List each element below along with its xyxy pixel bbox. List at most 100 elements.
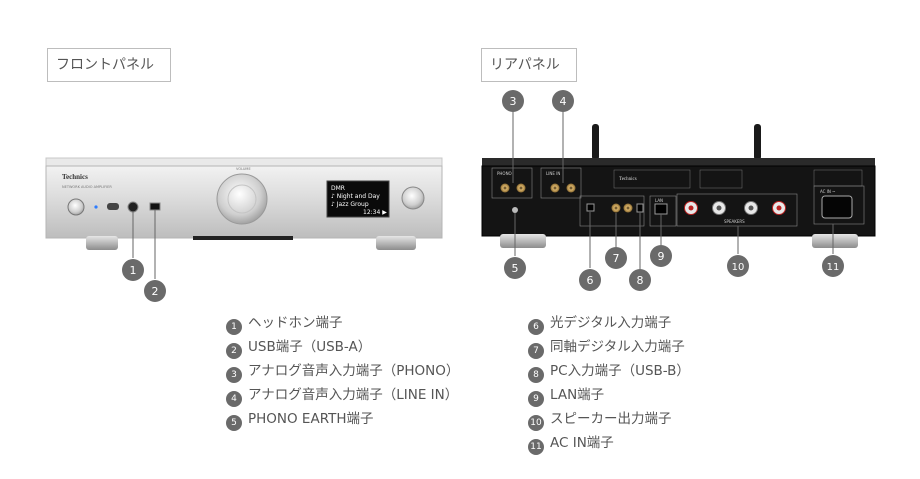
display-line-2: ♪ Night and Day: [331, 193, 380, 200]
legend-number-badge: 6: [528, 319, 544, 335]
legend-number-badge: 11: [528, 439, 544, 455]
legend-item: 7 同軸デジタル入力端子: [528, 335, 690, 359]
line-in-r-jack[interactable]: [566, 183, 576, 193]
power-indicator: [94, 205, 98, 209]
legend-label: PC入力端子（USB-B）: [550, 363, 690, 379]
callout-4: 4: [552, 90, 574, 112]
front-callout-lines: [132, 210, 156, 279]
legend-number-badge: 5: [226, 415, 242, 431]
callout-5-label: 5: [512, 262, 519, 275]
optical-input-port[interactable]: [586, 203, 595, 212]
phono-l-jack[interactable]: [500, 183, 510, 193]
front-panel-unit: Technics NETWORK AUDIO AMPLIFIER VOLUME …: [45, 157, 443, 250]
select-knob[interactable]: [401, 186, 425, 210]
phono-label: PHONO: [497, 171, 512, 176]
callout-4-label: 4: [560, 95, 567, 108]
rear-brand: Technics: [619, 177, 637, 182]
legend-item: 10 スピーカー出力端子: [528, 407, 690, 431]
legend-number-badge: 9: [528, 391, 544, 407]
phono-earth-terminal[interactable]: [512, 207, 518, 213]
front-brand: Technics: [62, 173, 88, 181]
callout-10: 10: [727, 255, 749, 277]
callout-2: 2: [144, 280, 166, 302]
callout-11: 11: [822, 255, 844, 277]
legend-item: 9 LAN端子: [528, 383, 690, 407]
callout-6: 6: [579, 269, 601, 291]
display-line-1: DMR: [331, 185, 345, 192]
front-left-foot: [86, 236, 118, 250]
legend-number-badge: 8: [528, 367, 544, 383]
callout-9-label: 9: [658, 250, 665, 263]
coaxial-input-jack[interactable]: [611, 203, 621, 213]
callout-8-label: 8: [637, 274, 644, 287]
legend-label: 同軸デジタル入力端子: [550, 339, 685, 355]
front-vent-slot: [193, 236, 293, 240]
legend-label: LAN端子: [550, 387, 605, 403]
legend-item: 5 PHONO EARTH端子: [226, 407, 459, 431]
rear-callout-lines: [512, 112, 834, 269]
legend-number-badge: 10: [528, 415, 544, 431]
legend-number-badge: 1: [226, 319, 242, 335]
ac-in-label: AC IN ~: [820, 189, 836, 194]
rear-panel-tag: リアパネル: [481, 48, 577, 82]
speaker-terminal-1[interactable]: [688, 205, 694, 211]
input-selector-button[interactable]: [107, 203, 119, 210]
lan-port[interactable]: [654, 203, 668, 215]
legend-number-badge: 7: [528, 343, 544, 359]
legend-item: 4 アナログ音声入力端子（LINE IN）: [226, 383, 459, 407]
legend-number-badge: 3: [226, 367, 242, 383]
volume-knob[interactable]: [216, 173, 268, 225]
headphone-jack[interactable]: [127, 201, 139, 213]
legend-number-badge: 2: [226, 343, 242, 359]
callout-7: 7: [605, 247, 627, 269]
legend-number-badge: 4: [226, 391, 242, 407]
callout-8: 8: [629, 269, 651, 291]
speaker-terminal-2[interactable]: [716, 205, 722, 211]
front-right-foot: [376, 236, 416, 250]
legend-label: スピーカー出力端子: [550, 411, 672, 427]
legend-item: 8 PC入力端子（USB-B）: [528, 359, 690, 383]
front-panel-tag: フロントパネル: [47, 48, 171, 82]
volume-knob-label: VOLUME: [236, 167, 251, 171]
wifi-antenna-right: [754, 124, 761, 160]
rear-right-foot: [812, 234, 858, 248]
usb-b-port[interactable]: [636, 203, 644, 213]
callout-5: 5: [504, 257, 526, 279]
power-button[interactable]: [67, 198, 85, 216]
rear-panel-unit: PHONO LINE IN Technics LAN SPEAKERS AC I…: [481, 124, 876, 248]
legend-label: PHONO EARTH端子: [248, 411, 374, 427]
callout-2-label: 2: [152, 285, 159, 298]
legend-label: ヘッドホン端子: [248, 315, 343, 331]
front-display: [326, 180, 390, 218]
callout-1: 1: [122, 259, 144, 281]
callout-3: 3: [502, 90, 524, 112]
display-line-4: 12:34 ▶: [363, 209, 387, 216]
speaker-terminal-3[interactable]: [748, 205, 754, 211]
line-in-l-jack[interactable]: [550, 183, 560, 193]
legend-label: アナログ音声入力端子（PHONO）: [248, 363, 460, 379]
speaker-terminal-4[interactable]: [776, 205, 782, 211]
volume-knob-ring: [227, 184, 257, 214]
callout-3-label: 3: [510, 95, 517, 108]
callout-1-label: 1: [130, 264, 137, 277]
coaxial-input-jack-2[interactable]: [623, 203, 633, 213]
speakers-label: SPEAKERS: [724, 219, 745, 224]
legend-label: 光デジタル入力端子: [550, 315, 672, 331]
ac-inlet[interactable]: [821, 195, 853, 219]
display-line-3: ♪ Jazz Group: [331, 201, 369, 208]
callout-6-label: 6: [587, 274, 594, 287]
front-model: NETWORK AUDIO AMPLIFIER: [62, 185, 112, 189]
legend-item: 3 アナログ音声入力端子（PHONO）: [226, 359, 459, 383]
phono-r-jack[interactable]: [516, 183, 526, 193]
wifi-antenna-left: [592, 124, 599, 160]
legend-label: アナログ音声入力端子（LINE IN）: [248, 387, 459, 403]
rear-left-foot: [500, 234, 546, 248]
callout-9: 9: [650, 245, 672, 267]
usb-a-port[interactable]: [149, 202, 161, 211]
line-in-label: LINE IN: [546, 171, 560, 176]
